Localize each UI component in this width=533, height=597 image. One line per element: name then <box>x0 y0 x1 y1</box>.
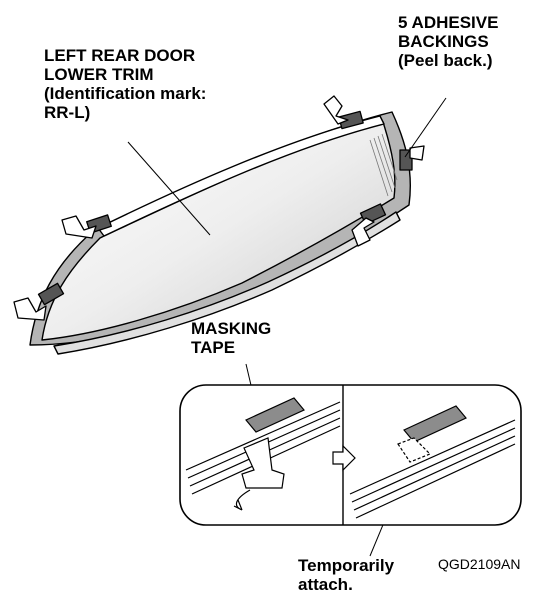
trim-label-line-3: (Identification mark: <box>44 84 207 103</box>
adhesive-tab-4 <box>399 145 425 171</box>
figure-code: QGD2109AN <box>438 556 521 572</box>
detail-inset <box>179 384 522 526</box>
attach-label-line-1: Temporarily <box>298 556 395 575</box>
trim-label: LEFT REAR DOOR LOWER TRIM (Identificatio… <box>44 46 206 122</box>
adhesive-leader <box>404 97 447 158</box>
trim-leader <box>127 141 211 236</box>
adhesive-label-line-1: 5 ADHESIVE <box>398 13 499 32</box>
inset-right-panel <box>349 405 516 519</box>
inset-left-panel <box>185 397 341 511</box>
adhesive-tab-1 <box>61 214 112 239</box>
folded-tape-right <box>397 437 432 463</box>
transition-arrow-icon <box>332 444 356 472</box>
adhesive-label: 5 ADHESIVE BACKINGS (Peel back.) <box>398 13 498 70</box>
panel-end-ribs <box>369 133 398 197</box>
masking-tape-label: MASKING TAPE <box>191 319 271 357</box>
lower-trim-panel <box>29 111 412 355</box>
adhesive-backing-tabs <box>13 95 425 321</box>
trim-label-line-4: RR-L) <box>44 103 91 122</box>
trim-label-line-2: LOWER TRIM <box>44 65 154 84</box>
trim-label-line-1: LEFT REAR DOOR <box>44 46 196 65</box>
masking-tape-left <box>241 437 285 489</box>
panel-lower-rail <box>53 211 401 355</box>
temporarily-attach-label: Temporarily attach. <box>298 556 394 594</box>
adhesive-strip-left <box>245 397 305 433</box>
adhesive-tab-5 <box>351 203 387 247</box>
attach-label-line-2: attach. <box>298 575 353 594</box>
peel-arrow <box>233 489 251 511</box>
panel-inner-face <box>41 121 396 341</box>
panel-upper-rail <box>97 115 385 237</box>
adhesive-strip-right <box>403 405 467 443</box>
adhesive-tab-2 <box>13 282 65 321</box>
adhesive-label-line-3: (Peel back.) <box>398 51 493 70</box>
adhesive-label-line-2: BACKINGS <box>398 32 489 51</box>
masking-label-line-1: MASKING <box>191 319 272 338</box>
adhesive-tab-3 <box>323 95 364 130</box>
masking-label-line-2: TAPE <box>191 338 236 357</box>
